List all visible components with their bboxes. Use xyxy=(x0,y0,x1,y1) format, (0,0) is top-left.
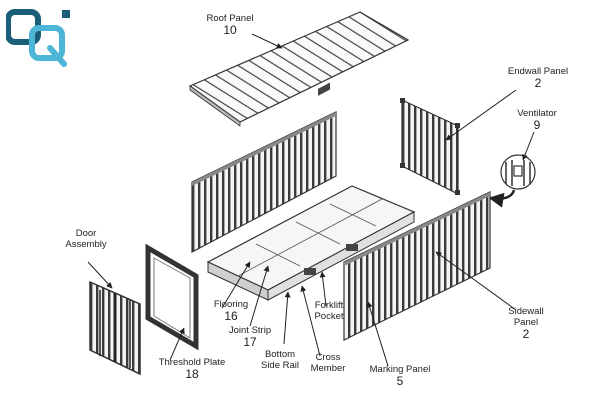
marking-panel-name: Marking Panel xyxy=(369,364,431,375)
threshold-frame xyxy=(145,243,199,351)
roof-panel-number: 10 xyxy=(223,23,237,37)
ventilator-label: Ventilator 9 xyxy=(508,108,566,132)
cross-member-label: Cross Member xyxy=(304,352,352,374)
door-assembly xyxy=(89,280,141,376)
threshold-plate-number: 18 xyxy=(185,367,199,381)
roof-panel-label: Roof Panel 10 xyxy=(200,13,260,37)
cross-member-line2: Member xyxy=(310,363,346,374)
endwall-panel xyxy=(400,98,460,195)
bottom-side-rail-line2: Side Rail xyxy=(260,360,300,371)
roof-panel xyxy=(188,11,410,127)
door-assembly-label: Door Assembly xyxy=(58,228,114,250)
leader-lines xyxy=(87,33,535,367)
threshold-plate-label: Threshold Plate 18 xyxy=(150,357,234,381)
sidewall-panel-line1: Sidewall xyxy=(508,306,544,317)
flooring-number: 16 xyxy=(224,309,238,323)
front-sidewall-panel xyxy=(343,191,491,341)
bottom-side-rail-line1: Bottom xyxy=(264,349,296,360)
flooring-name: Flooring xyxy=(213,299,249,310)
sidewall-panel-label: Sidewall Panel 2 xyxy=(500,306,552,341)
joint-strip-number: 17 xyxy=(243,335,257,349)
sidewall-panel-line2: Panel xyxy=(513,317,539,328)
ventilator-number: 9 xyxy=(533,118,541,132)
forklift-pocket-label: Forklift Pocket xyxy=(306,300,352,322)
joint-strip-label: Joint Strip 17 xyxy=(220,325,280,349)
cross-member-line1: Cross xyxy=(315,352,341,363)
ventilator-detail xyxy=(500,154,536,190)
threshold-plate-name: Threshold Plate xyxy=(158,357,226,368)
left-sidewall-panel xyxy=(191,111,337,253)
endwall-panel-name: Endwall Panel xyxy=(507,66,569,77)
joint-strip-name: Joint Strip xyxy=(228,325,272,336)
bottom-side-rail-label: Bottom Side Rail xyxy=(254,349,306,371)
roof-panel-name: Roof Panel xyxy=(206,13,254,24)
endwall-panel-number: 2 xyxy=(534,76,542,90)
forklift-pocket-line2: Pocket xyxy=(314,311,344,322)
endwall-panel-label: Endwall Panel 2 xyxy=(498,66,578,90)
ventilator-name: Ventilator xyxy=(517,108,557,119)
marking-panel-number: 5 xyxy=(396,374,404,388)
door-assembly-line1: Door xyxy=(75,228,97,239)
logo-icon xyxy=(6,9,70,67)
flooring-label: Flooring 16 xyxy=(206,299,256,323)
forklift-pocket-line1: Forklift xyxy=(314,300,344,311)
door-assembly-line2: Assembly xyxy=(65,239,107,250)
sidewall-panel-number: 2 xyxy=(522,327,530,341)
marking-panel-label: Marking Panel 5 xyxy=(360,364,440,388)
